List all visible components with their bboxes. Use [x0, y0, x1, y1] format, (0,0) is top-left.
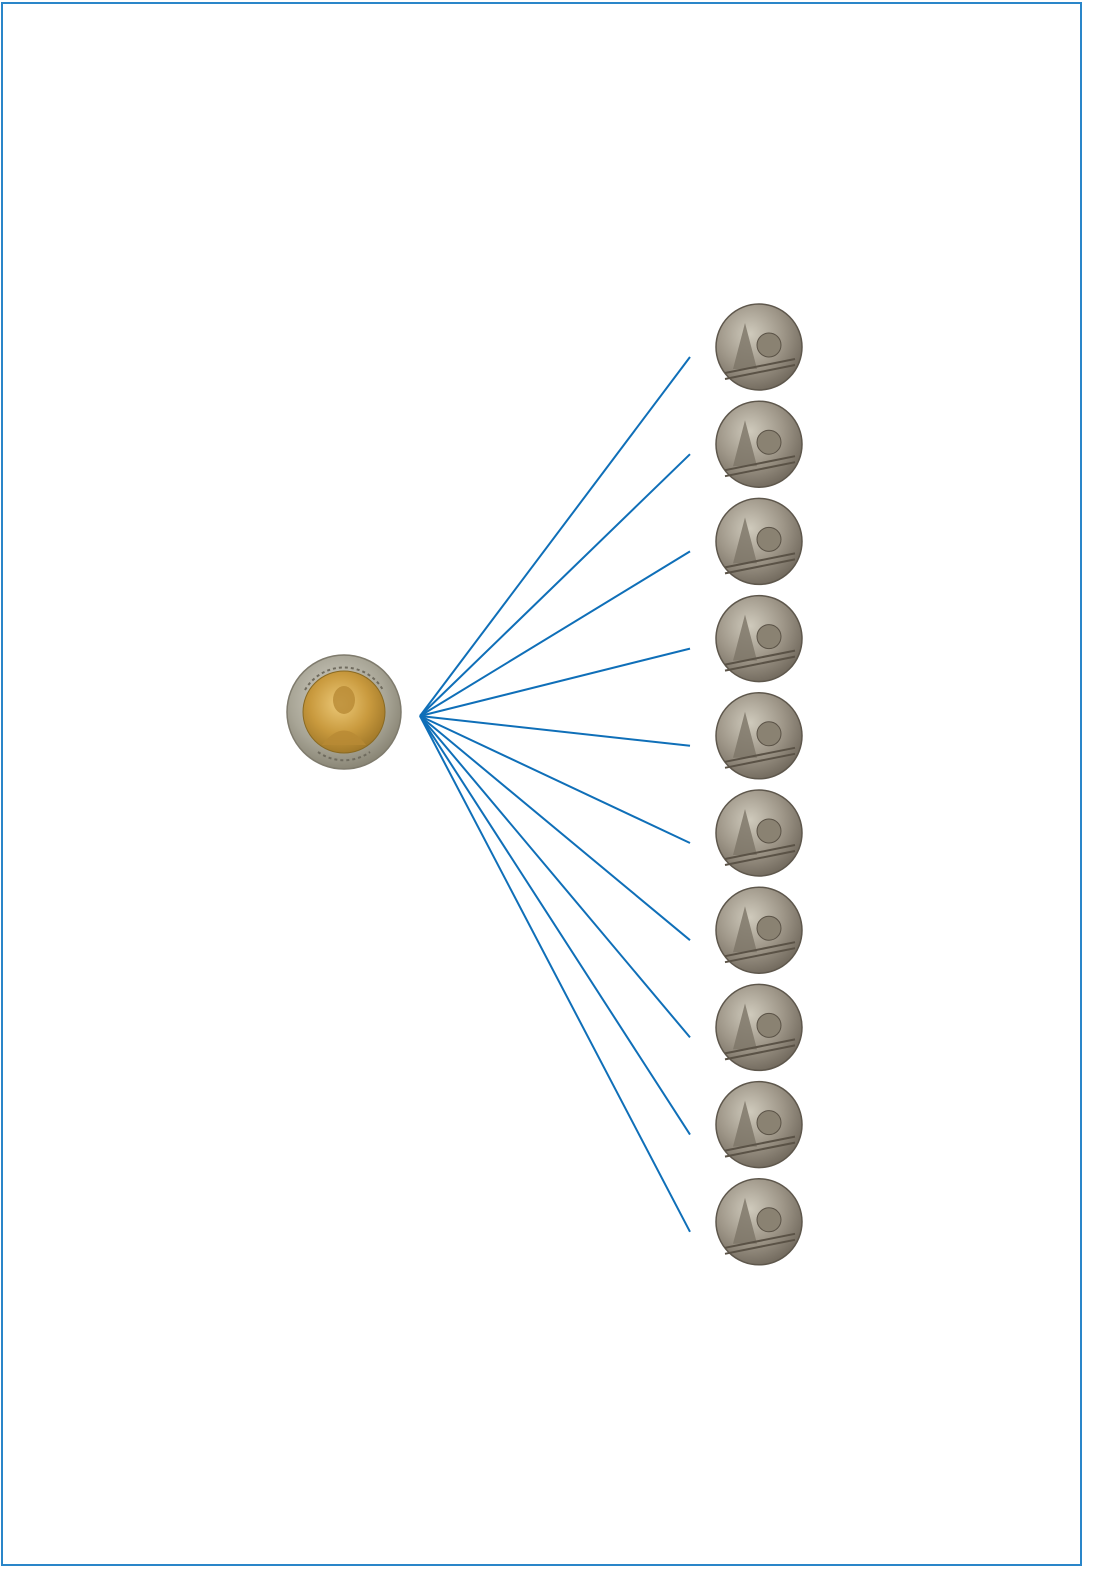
connector-line-3 — [420, 551, 690, 716]
connector-line-4 — [420, 649, 690, 716]
connector-lines — [420, 357, 690, 1232]
connector-line-1 — [420, 357, 690, 716]
one-baht-coin-icon — [716, 596, 802, 682]
one-baht-coin-icon — [716, 693, 802, 779]
one-baht-coin-icon — [716, 790, 802, 876]
ten-baht-coin-icon — [287, 655, 401, 769]
one-baht-coin-icon — [716, 498, 802, 584]
connector-line-2 — [420, 454, 690, 716]
connector-line-7 — [420, 716, 690, 940]
one-baht-coin-icon — [716, 1082, 802, 1168]
one-baht-coin-icon — [716, 887, 802, 973]
connector-line-10 — [420, 716, 690, 1232]
one-baht-coin-icon — [716, 304, 802, 390]
connector-line-8 — [420, 716, 690, 1037]
connector-line-5 — [420, 716, 690, 746]
one-baht-coin-icon — [716, 984, 802, 1070]
one-baht-coin-icon — [716, 1179, 802, 1265]
one-baht-coin-icon — [716, 401, 802, 487]
